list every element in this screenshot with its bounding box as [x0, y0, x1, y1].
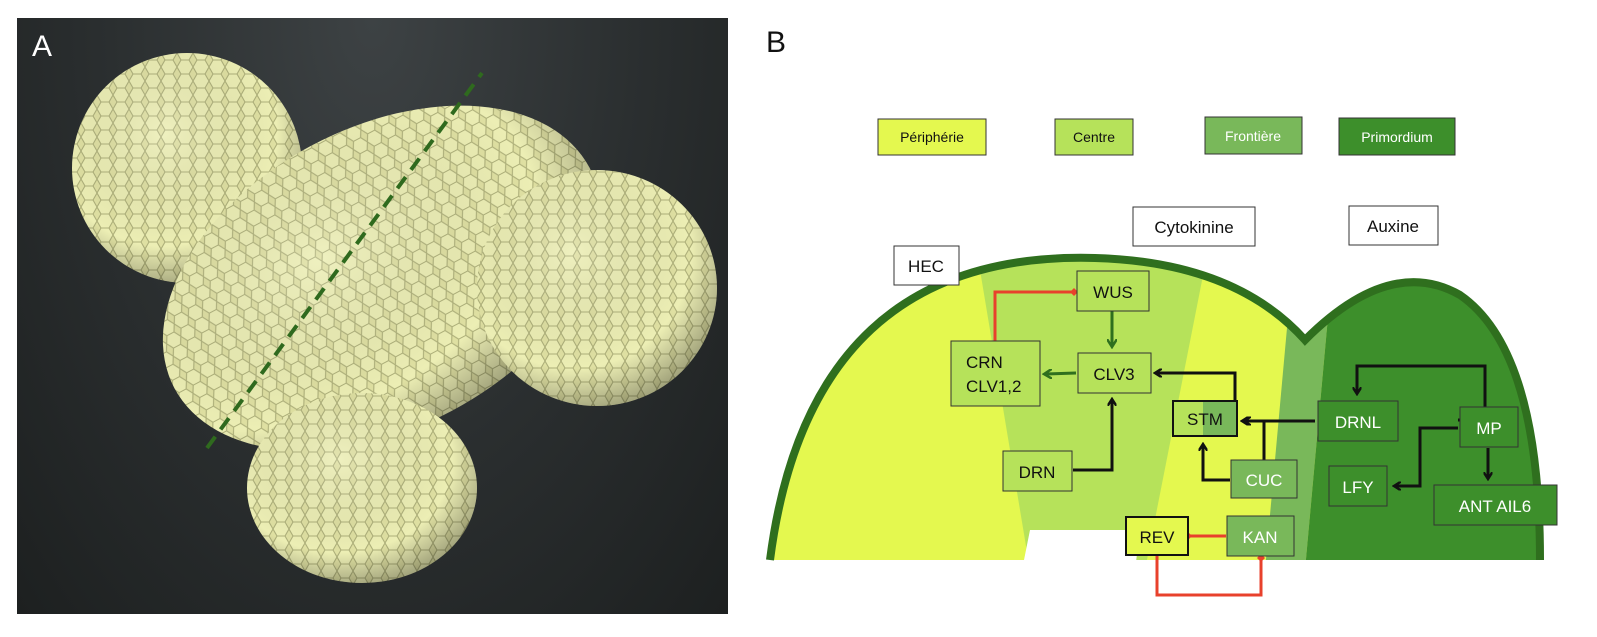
- legend-primordium-swatch: [1338, 117, 1456, 156]
- legend-frontiere-label: Frontière: [1225, 128, 1281, 144]
- central-notch: [1022, 530, 1140, 560]
- node-stm: STM: [1172, 400, 1238, 437]
- edge-mp-activates-lfy: [1395, 426, 1458, 486]
- legend-centre-swatch: [1054, 118, 1134, 156]
- auxine-box: [1348, 205, 1439, 246]
- node-wus: WUS: [1076, 270, 1150, 312]
- hec-label: HEC: [908, 257, 944, 276]
- drnl-label: DRNL: [1335, 413, 1381, 432]
- edge-drn-activates-clv3: [1073, 400, 1112, 472]
- drn-label: DRN: [1019, 463, 1056, 482]
- node-drn: DRN: [1002, 450, 1073, 492]
- node-lfy: LFY: [1328, 465, 1388, 507]
- stm-label: STM: [1187, 410, 1223, 429]
- edge-crn-represses-wus: [993, 288, 1078, 342]
- section-plane-dashed-line: [205, 71, 484, 450]
- node-kan: KAN: [1226, 515, 1295, 557]
- kan-label: KAN: [1243, 528, 1278, 547]
- wus-label: WUS: [1093, 283, 1133, 302]
- meristem-body: [72, 53, 717, 583]
- hec-box: [893, 245, 960, 286]
- cytokinine-label: Cytokinine: [1154, 218, 1233, 237]
- legend-peripherie-label: Périphérie: [900, 129, 964, 145]
- meristem-image: [72, 53, 717, 583]
- edge-cuc-activates-stm: [1245, 421, 1266, 460]
- edge-rev-represses-kan: [1155, 554, 1265, 597]
- signals: HEC Cytokinine Auxine: [893, 205, 1439, 286]
- antail6-label: ANT AIL6: [1459, 497, 1531, 516]
- edge-cuc-stm-link: [1203, 445, 1230, 482]
- mp-label: MP: [1476, 419, 1502, 438]
- node-crn: CRN CLV1,2: [950, 340, 1041, 407]
- legend-peripherie-swatch: [877, 118, 987, 156]
- cuc-label: CUC: [1246, 471, 1283, 490]
- node-antail6: ANT AIL6: [1433, 484, 1558, 526]
- meristem-3d-rendering: [17, 18, 728, 614]
- gene-nodes: WUS CRN CLV1,2 CLV3 DRN STM CUC REV: [950, 270, 1558, 557]
- node-cuc: CUC: [1230, 459, 1298, 499]
- legend-frontiere-swatch: [1204, 116, 1303, 155]
- clv3-label: CLV3: [1093, 365, 1134, 384]
- legend-centre-label: Centre: [1073, 129, 1115, 145]
- panel-b-label: B: [766, 26, 787, 59]
- crn-label-line2: CLV1,2: [966, 377, 1021, 396]
- lfy-label: LFY: [1342, 478, 1373, 497]
- meristem-outline: [766, 253, 1544, 561]
- node-clv3: CLV3: [1077, 352, 1152, 394]
- node-drnl: DRNL: [1317, 400, 1399, 442]
- cytokinine-box: [1132, 206, 1256, 247]
- legend: Périphérie Centre Frontière Primordium: [877, 116, 1456, 156]
- node-mp: MP: [1459, 406, 1519, 448]
- panel-a-label: A: [32, 30, 53, 63]
- legend-primordium-label: Primordium: [1361, 129, 1433, 145]
- edge-clv3-activates-crn: [1046, 373, 1077, 374]
- crn-label-line1: CRN: [966, 353, 1003, 372]
- auxine-label: Auxine: [1367, 217, 1419, 236]
- node-rev: REV: [1125, 516, 1189, 556]
- rev-label: REV: [1140, 528, 1176, 547]
- gene-network-diagram: Périphérie Centre Frontière Primordium H…: [766, 116, 1558, 597]
